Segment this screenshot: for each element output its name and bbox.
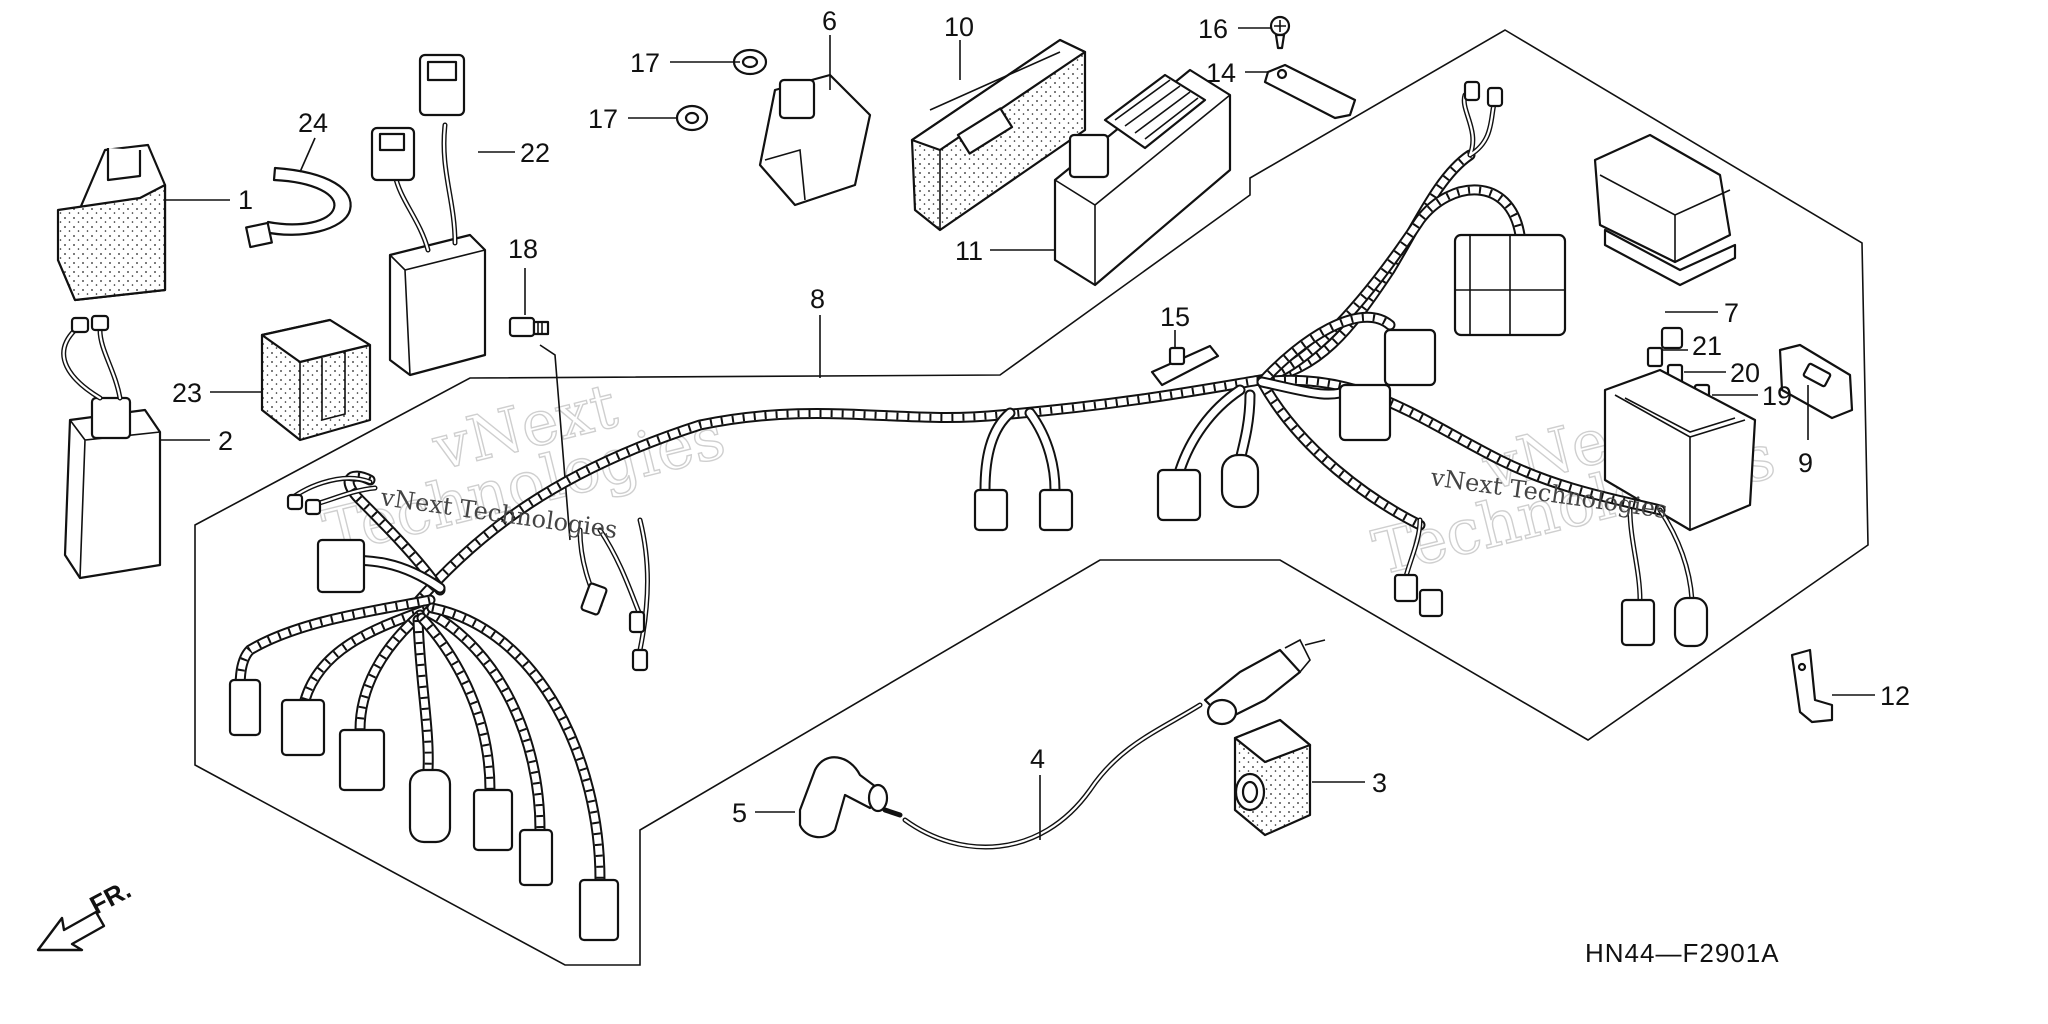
callout-22: 22	[520, 138, 550, 168]
part-2-relay	[61, 314, 162, 580]
callout-labels: 1 2 3 4 5 6 7 8 9 10 11 12 14 15 16 17 1…	[172, 6, 1910, 828]
part-24-cable-tie	[245, 166, 352, 249]
watermark-left: vNext Technologies	[315, 368, 732, 570]
part-6-module	[758, 73, 872, 207]
fuse-box-base	[1603, 368, 1757, 532]
harness-group-outline	[194, 29, 1869, 966]
part-21-fuse	[1646, 346, 1664, 368]
callout-15: 15	[1160, 302, 1190, 332]
part-5-boot	[798, 756, 889, 839]
callout-18: 18	[508, 234, 538, 264]
callout-12: 12	[1880, 681, 1910, 711]
callout-23: 23	[172, 378, 202, 408]
part-1-cover	[56, 143, 167, 302]
callout-7: 7	[1724, 298, 1739, 328]
callout-14: 14	[1206, 58, 1236, 88]
part-7-fuse-box-lid	[1593, 133, 1737, 350]
callout-5: 5	[732, 798, 747, 828]
callout-24: 24	[298, 108, 328, 138]
callout-11: 11	[955, 236, 983, 266]
part-15-clip	[1150, 344, 1220, 387]
callout-3: 3	[1372, 768, 1387, 798]
part-9-bracket	[1778, 343, 1854, 420]
callout-8: 8	[810, 284, 825, 314]
callout-20: 20	[1730, 358, 1760, 388]
callout-17-lower: 17	[588, 104, 618, 134]
part-10-cover	[910, 38, 1087, 232]
part-4-sensor	[882, 638, 1326, 850]
part-12-bracket	[1790, 648, 1834, 724]
harness-connectors	[228, 80, 1709, 942]
callout-19: 19	[1762, 381, 1792, 411]
leader-lines	[160, 27, 1875, 840]
part-16-screw	[1269, 15, 1291, 50]
callout-17-upper: 17	[630, 48, 660, 78]
callout-10: 10	[944, 12, 974, 42]
part-23-cover	[260, 318, 372, 442]
part-17-grommet-lower	[675, 104, 709, 132]
callout-16: 16	[1198, 14, 1228, 44]
callout-9: 9	[1798, 448, 1813, 478]
callout-1: 1	[238, 185, 253, 215]
callout-4: 4	[1030, 744, 1045, 774]
callout-6: 6	[822, 6, 837, 36]
part-11-control-unit	[1053, 68, 1232, 287]
part-22-unit	[370, 53, 487, 377]
callout-2: 2	[218, 426, 233, 456]
diagram-code: HN44—F2901A	[1585, 938, 1780, 968]
callout-21: 21	[1692, 331, 1722, 361]
part-14-plate	[1263, 63, 1357, 120]
part-3-holder	[1233, 718, 1312, 837]
front-direction-marker: FR.	[36, 874, 136, 952]
part-8-wire-harness	[234, 92, 1695, 886]
